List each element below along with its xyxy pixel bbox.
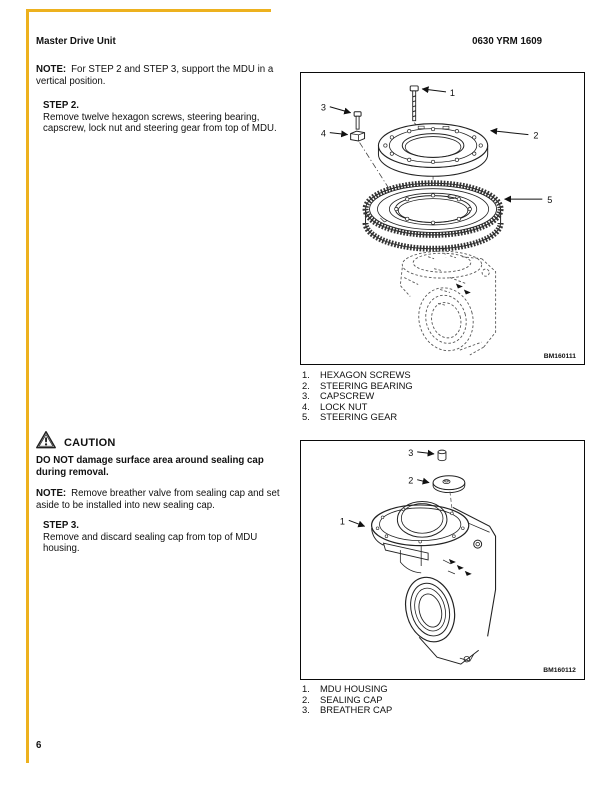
figure2-id: BM160112 xyxy=(543,667,576,674)
note-breather-valve: NOTE:Remove breather valve from sealing … xyxy=(36,488,288,511)
legend-item: 2. STEERING BEARING xyxy=(302,379,572,392)
figure-mdu-housing: 3 2 xyxy=(300,440,585,680)
mdu-housing-drawing xyxy=(370,500,497,665)
caution-warning-icon xyxy=(35,430,57,450)
housing-mark-arrows xyxy=(448,559,472,576)
legend-item: 1. HEXAGON SCREWS xyxy=(302,369,572,381)
breather-cap-drawing xyxy=(437,449,447,462)
highlight-marker-vertical xyxy=(26,9,29,763)
legend-num: 2. xyxy=(302,379,310,391)
legend-label: CAPSCREW xyxy=(320,390,375,402)
header-document-number: 0630 YRM 1609 xyxy=(472,36,542,47)
header-section-title: Master Drive Unit xyxy=(36,36,116,47)
sealing-cap-drawing xyxy=(432,475,466,494)
step-2-block: STEP 2. Remove twelve hexagon screws, st… xyxy=(43,100,290,135)
legend-item: 5. STEERING GEAR xyxy=(302,412,572,423)
legend-num: 3. xyxy=(302,704,310,716)
step-2-title: STEP 2. xyxy=(43,100,79,111)
step-3-body: Remove and discard sealing cap from top … xyxy=(43,531,258,555)
legend-num: 3. xyxy=(302,390,310,402)
callout-3-arrow xyxy=(417,449,435,457)
callout-3-label: 3 xyxy=(408,448,413,458)
legend-num: 2. xyxy=(302,693,310,705)
legend-item: 3. CAPSCREW xyxy=(302,391,572,402)
legend-item: 2. SEALING CAP xyxy=(302,693,572,706)
callout-1-arrow xyxy=(421,86,447,94)
housing-mark-arrows xyxy=(455,283,471,295)
legend-num: 1. xyxy=(302,683,310,694)
caution-body: DO NOT damage surface area around sealin… xyxy=(36,455,264,478)
steering-bearing-drawing xyxy=(377,123,489,177)
callout-2-label: 2 xyxy=(533,131,538,141)
note-text: For STEP 2 and STEP 3, support the MDU i… xyxy=(36,64,274,87)
note-text: Remove breather valve from sealing cap a… xyxy=(36,488,280,511)
caution-title: CAUTION xyxy=(64,437,116,449)
legend-item: 4. LOCK NUT xyxy=(302,400,572,413)
legend-item: 3. BREATHER CAP xyxy=(302,705,572,716)
legend-label: BREATHER CAP xyxy=(320,704,393,716)
figure-steering-bearing: 1 3 4 xyxy=(300,72,585,365)
callout-4-label: 4 xyxy=(321,129,326,139)
mdu-housing-dashed-drawing xyxy=(399,250,497,356)
callout-4-arrow xyxy=(329,130,349,138)
capscrew-drawing xyxy=(353,111,362,130)
step-3-block: STEP 3. Remove and discard sealing cap f… xyxy=(43,520,290,555)
step-2-body: Remove twelve hexagon screws, steering b… xyxy=(43,111,277,135)
callout-5-label: 5 xyxy=(547,195,552,205)
figure1-legend: 1. HEXAGON SCREWS 2. STEERING BEARING 3. CA… xyxy=(302,369,572,423)
legend-label: HEXAGON SCREWS xyxy=(320,369,411,380)
legend-num: 4. xyxy=(302,400,310,412)
figure2-diagram: 3 2 xyxy=(340,448,576,674)
legend-label: STEERING GEAR xyxy=(320,411,398,423)
steering-gear-drawing xyxy=(362,180,504,252)
note-label: NOTE: xyxy=(36,64,67,75)
callout-3-label: 3 xyxy=(321,103,326,113)
legend-label: MDU HOUSING xyxy=(320,683,388,694)
callout-2-arrow xyxy=(490,127,529,136)
figure1-id: BM160111 xyxy=(544,353,577,360)
legend-num: 1. xyxy=(302,369,310,380)
callout-2-label: 2 xyxy=(408,476,413,486)
callout-3-arrow xyxy=(329,106,352,115)
callout-2-arrow xyxy=(417,477,430,485)
lock-nut-drawing xyxy=(350,130,366,142)
figure2-legend: 1. MDU HOUSING 2. SEALING CAP 3. BREATHER C… xyxy=(302,683,572,716)
legend-label: STEERING BEARING xyxy=(320,379,413,391)
legend-label: LOCK NUT xyxy=(320,400,368,412)
page-number: 6 xyxy=(36,740,42,751)
callout-1-arrow xyxy=(348,519,366,528)
callout-1-label: 1 xyxy=(340,516,345,526)
figure1-diagram: 1 3 4 xyxy=(321,85,577,360)
legend-label: SEALING CAP xyxy=(320,693,383,705)
callout-1-label: 1 xyxy=(450,88,455,98)
step-3-title: STEP 3. xyxy=(43,520,79,531)
highlight-marker-horizontal xyxy=(26,9,271,12)
hexagon-screw-drawing xyxy=(409,85,419,122)
note-label: NOTE: xyxy=(36,488,67,499)
legend-num: 5. xyxy=(302,411,310,423)
legend-item: 1. MDU HOUSING xyxy=(302,683,572,695)
note-support-mdu: NOTE:For STEP 2 and STEP 3, support the … xyxy=(36,64,288,87)
